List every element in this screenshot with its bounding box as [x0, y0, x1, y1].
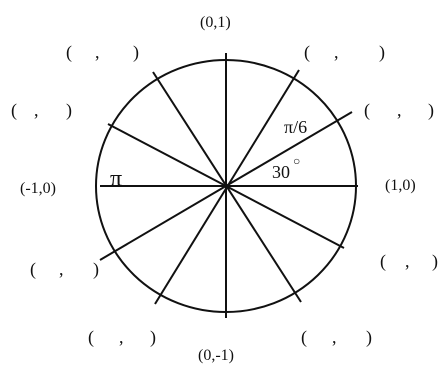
label-top-point: (0,1) [200, 14, 231, 31]
slot-open-paren: ( [30, 259, 36, 280]
slot-bottom-left: ( , ) [88, 327, 156, 348]
slot-open-paren: ( [11, 100, 17, 121]
slot-comma: , [59, 259, 64, 279]
slot-open-paren: ( [66, 42, 72, 63]
degree-symbol: ○ [293, 154, 300, 168]
slot-comma: , [332, 327, 337, 347]
slot-comma: , [405, 251, 410, 271]
angle-lines [99, 53, 358, 318]
slot-open-paren: ( [301, 327, 307, 348]
slot-lower-left: ( , ) [30, 259, 99, 280]
slot-bottom-right: ( , ) [301, 327, 372, 348]
label-pi: π [110, 166, 122, 192]
label-left-point: (-1,0) [20, 180, 56, 197]
slot-close-paren: ) [428, 100, 434, 121]
slot-open-paren: ( [380, 251, 386, 272]
slot-close-paren: ) [133, 42, 139, 63]
slot-close-paren: ) [432, 251, 438, 272]
slot-comma: , [34, 100, 39, 120]
slot-open-paren: ( [364, 100, 370, 121]
slot-close-paren: ) [93, 259, 99, 280]
slot-open-paren: ( [304, 42, 310, 63]
label-right-point: (1,0) [385, 177, 416, 194]
slot-comma: , [397, 100, 402, 120]
slot-open-paren: ( [88, 327, 94, 348]
label-bottom-point: (0,-1) [198, 347, 234, 364]
slot-upper-left: ( , ) [11, 100, 72, 121]
slot-comma: , [95, 42, 100, 62]
slot-upper-right-top: ( , ) [304, 42, 385, 63]
slot-lower-right: ( , ) [380, 251, 438, 272]
slot-close-paren: ) [150, 327, 156, 348]
slot-close-paren: ) [379, 42, 385, 63]
slot-close-paren: ) [366, 327, 372, 348]
line-60-240 [154, 69, 300, 305]
slot-close-paren: ) [66, 100, 72, 121]
slot-upper-right: ( , ) [364, 100, 434, 121]
slot-upper-left-top: ( , ) [66, 42, 139, 63]
label-30-degrees: 30 [272, 162, 290, 182]
label-pi-over-6: π/6 [284, 117, 307, 137]
slot-comma: , [334, 42, 339, 62]
slot-comma: , [119, 327, 124, 347]
